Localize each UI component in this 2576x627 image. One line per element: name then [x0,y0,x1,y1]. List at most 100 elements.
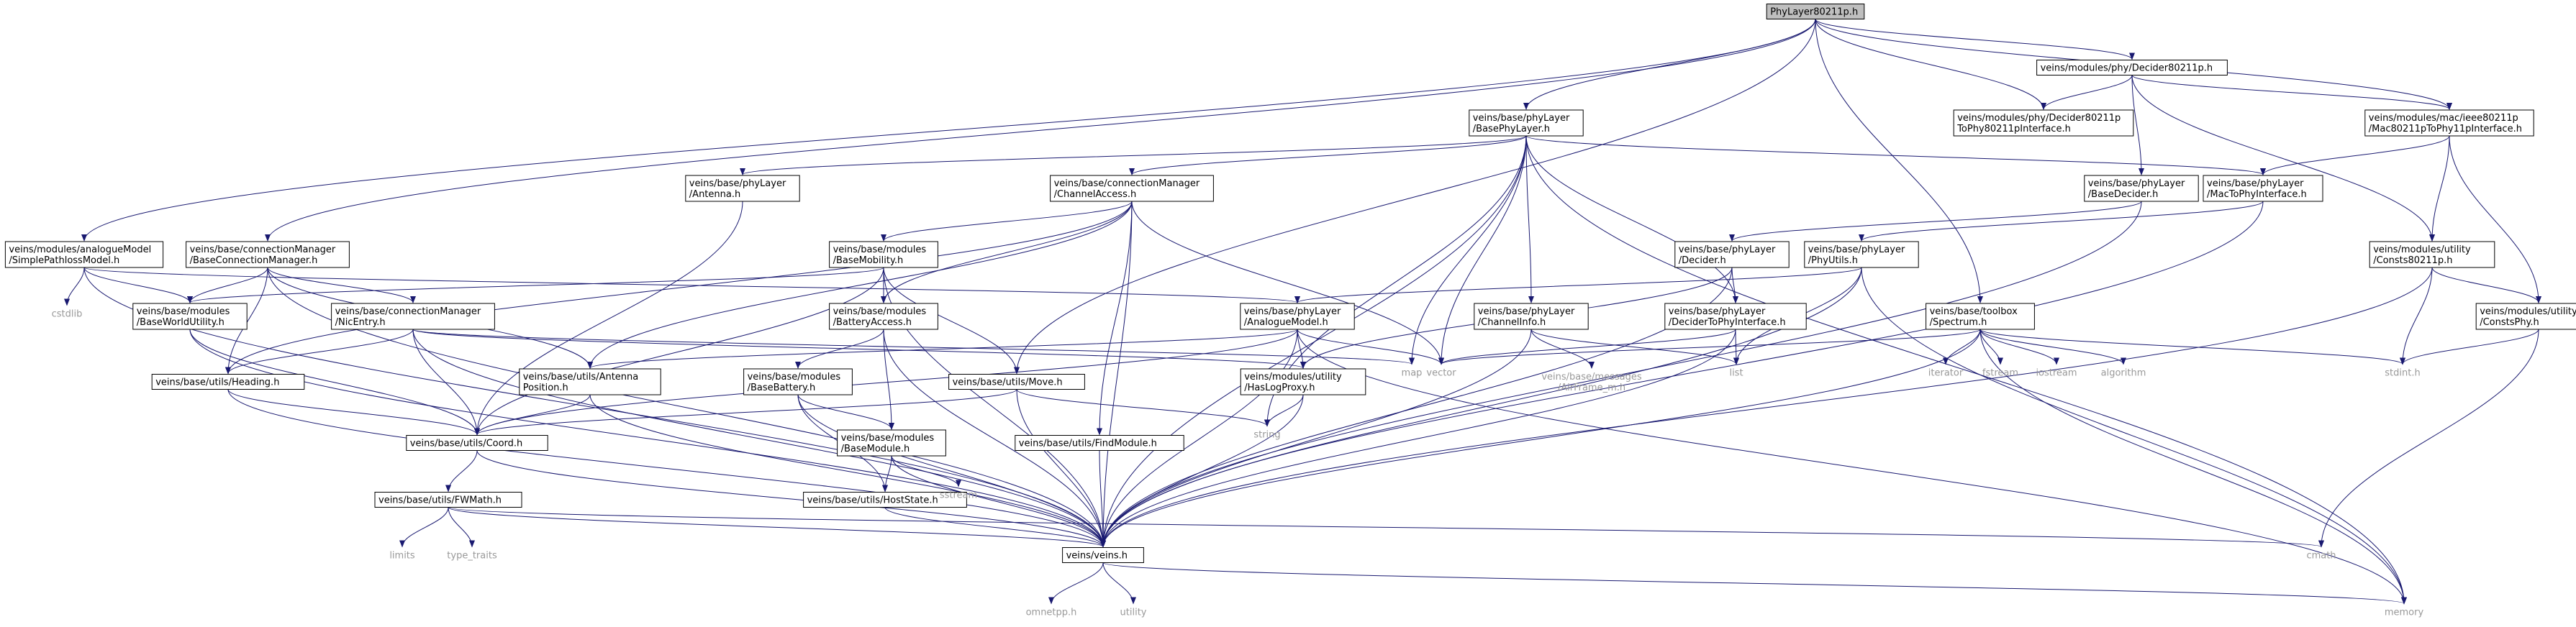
node-label: vector [1426,368,1456,379]
node-root[interactable]: PhyLayer80211p.h [1766,4,1865,19]
node-channel-info[interactable]: veins/base/phyLayer/ChannelInfo.h [1474,303,1589,330]
edge-root-to-move [1014,19,1816,375]
node-fw-math[interactable]: veins/base/utils/FWMath.h [374,492,522,508]
edge-nic-entry-to-veins [412,329,1106,548]
edge-veins-to-memory [1102,562,2407,605]
node-label: veins/base/utils/FindModule.h [1019,439,1157,449]
node-box [1050,175,1214,202]
node-box [837,429,946,457]
node-coord[interactable]: veins/base/utils/Coord.h [406,435,548,451]
node-consts80211p[interactable]: veins/modules/utility/Consts80211p.h [2369,241,2495,268]
edge-coord-to-veins [476,450,1106,548]
edge-spectrum-to-iostream [1979,329,2059,365]
edge-nic-entry-to-has-log-proxy [412,329,1306,369]
node-label: veins/base/utils/Move.h [953,377,1063,388]
node-label: veins/base/modules [748,372,841,383]
node-simple-pathloss[interactable]: veins/modules/analogueModel/SimplePathlo… [4,241,164,268]
edge-mac-to-phy-to-phy-utils [1859,201,2264,242]
node-label: iostream [2036,368,2077,379]
node-mac80211p-to-phy[interactable]: veins/modules/mac/ieee80211p/Mac80211pTo… [2364,109,2534,137]
node-consts-phy[interactable]: veins/modules/utility/ConstsPhy.h [2475,303,2576,330]
edge-spectrum-to-stdint [1979,329,2405,365]
node-dec-to-phy80211p[interactable]: veins/modules/phy/Decider80211pToPhy8021… [1953,109,2134,137]
edge-base-phy-layer-to-antenna [740,135,1527,175]
node-box [1664,303,1807,330]
node-label: veins/base/utils/HostState.h [807,495,938,506]
edge-move-to-veins [1016,389,1106,548]
edge-has-log-proxy-to-string [1264,394,1304,427]
node-sstream: sstream [940,490,977,501]
node-base-decider[interactable]: veins/base/phyLayer/BaseDecider.h [2084,175,2199,202]
edge-decider-to-phy-to-vector [1438,329,1736,365]
edge-channel-access-to-find-module [1097,201,1133,436]
node-heading[interactable]: veins/base/utils/Heading.h [151,374,305,390]
node-veins[interactable]: veins/veins.h [1062,547,1144,563]
node-base-mobility[interactable]: veins/base/modules/BaseMobility.h [829,241,938,268]
node-label: omnetpp.h [1026,608,1077,618]
node-base-module[interactable]: veins/base/modules/BaseModule.h [837,429,946,457]
node-analogue-model[interactable]: veins/base/phyLayer/AnalogueModel.h [1240,303,1355,330]
node-has-log-proxy[interactable]: veins/modules/utility/HasLogProxy.h [1240,368,1366,395]
node-box [2369,241,2495,268]
node-base-conn-mgr[interactable]: veins/base/connectionManager/BaseConnect… [186,241,350,268]
edge-decider80211p-to-base-decider [2131,75,2144,175]
edge-spectrum-to-fstream [1979,329,2003,365]
edge-decider80211p-to-consts80211p [2131,75,2435,242]
edge-decider-to-decider-to-phy [1731,267,1738,303]
node-label: /BaseModule.h [841,444,910,454]
edge-mac80211p-to-phy-to-consts-phy [2449,135,2541,303]
node-decider[interactable]: veins/base/phyLayer/Decider.h [1674,241,1790,268]
edge-consts-phy-to-stdint [2400,329,2539,365]
node-box [829,303,938,330]
node-label: veins/modules/analogueModel [9,244,151,255]
node-battery-access[interactable]: veins/base/modules/BatteryAccess.h [829,303,938,330]
node-label: fstream [1982,368,2018,379]
node-fstream: fstream [1982,368,2018,379]
node-nic-entry[interactable]: veins/base/connectionManager/NicEntry.h [331,303,495,330]
node-label: cstdlib [52,309,83,320]
node-base-battery[interactable]: veins/base/modules/BaseBattery.h [743,368,853,395]
edge-spectrum-to-vector [1438,329,1981,365]
node-base-phy-layer[interactable]: veins/base/phyLayer/BasePhyLayer.h [1469,109,1584,137]
node-label: cmath [2306,551,2336,562]
node-label: veins/base/modules [137,306,230,317]
node-label: /Spectrum.h [1930,317,1987,328]
node-phy-utils[interactable]: veins/base/phyLayer/PhyUtils.h [1804,241,1919,268]
edge-decider80211p-to-dec-to-phy80211p [2041,75,2133,110]
node-decider-to-phy[interactable]: veins/base/phyLayer/DeciderToPhyInterfac… [1664,303,1807,330]
node-label: /BaseConnectionManager.h [190,255,318,266]
node-label: map [1402,368,1423,379]
node-label: veins/base/connectionManager [335,306,481,317]
node-spectrum[interactable]: veins/base/toolbox/Spectrum.h [1926,303,2035,330]
node-air-frame: veins/base/messages/AirFrame_m.h [1541,372,1641,393]
node-base-world-util[interactable]: veins/base/modules/BaseWorldUtility.h [132,303,248,330]
node-label: Position.h [523,383,568,393]
edge-fw-math-to-cmath [448,507,2323,548]
node-move[interactable]: veins/base/utils/Move.h [948,374,1085,390]
node-host-state[interactable]: veins/base/utils/HostState.h [803,492,967,508]
edge-analogue-model-to-vector [1297,329,1444,365]
node-label: iterator [1928,368,1964,379]
node-box [1474,303,1589,330]
node-find-module[interactable]: veins/base/utils/FindModule.h [1015,435,1184,451]
node-vector: vector [1426,368,1456,379]
node-iostream: iostream [2036,368,2077,379]
node-channel-access[interactable]: veins/base/connectionManager/ChannelAcce… [1050,175,1214,202]
node-box [1469,109,1584,137]
node-utility: utility [1120,608,1147,618]
node-decider80211p[interactable]: veins/modules/phy/Decider80211p.h [2036,60,2228,75]
node-box [685,175,800,202]
edge-base-decider-to-decider [1729,201,2142,242]
edge-root-to-decider80211p [1815,19,2135,60]
node-box [186,241,350,268]
edge-antenna-to-coord [474,201,743,436]
node-antenna[interactable]: veins/base/phyLayer/Antenna.h [685,175,800,202]
node-mac-to-phy[interactable]: veins/base/phyLayer/MacToPhyInterface.h [2203,175,2323,202]
node-label: utility [1120,608,1147,618]
edge-host-state-to-veins [884,507,1106,548]
node-label: ToPhy80211pInterface.h [1956,124,2071,134]
node-label: veins/base/phyLayer [1473,113,1570,124]
edge-spectrum-to-algorithm [1979,329,2126,365]
